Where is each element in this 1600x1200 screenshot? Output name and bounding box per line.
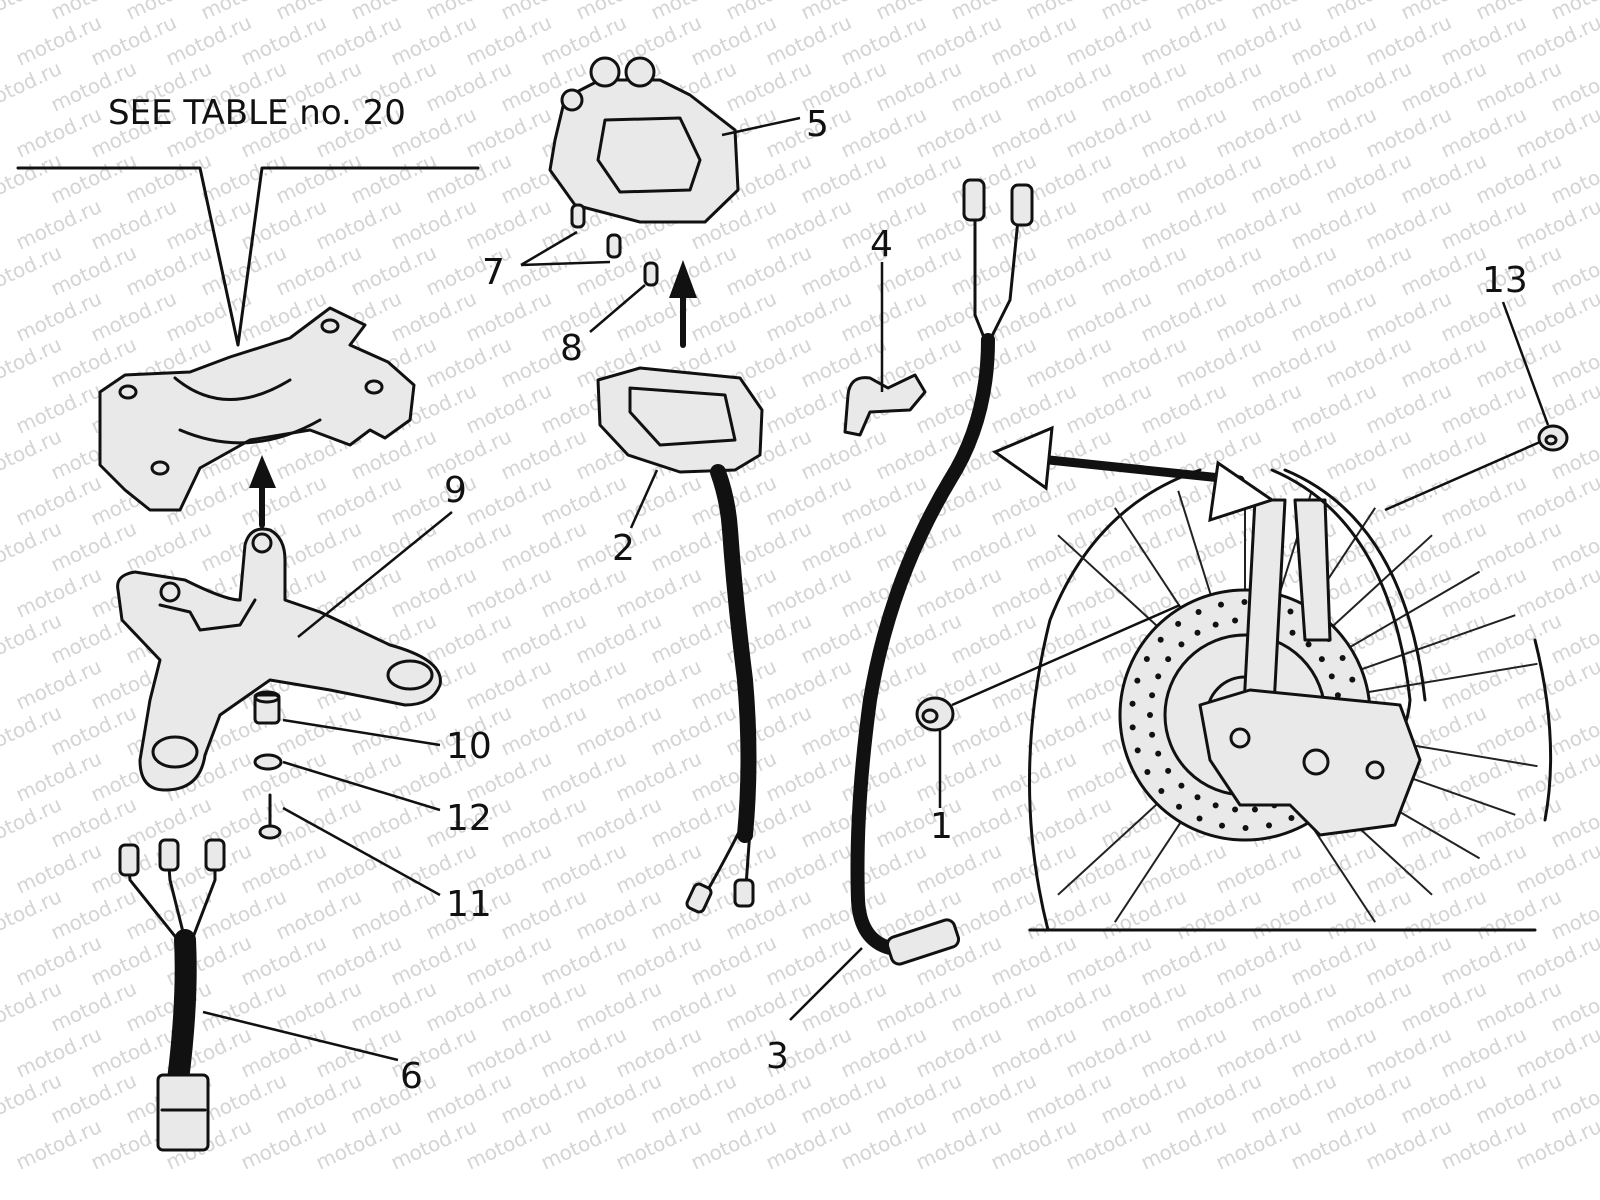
disc-hole [1334, 692, 1341, 699]
disc-hole [1134, 677, 1141, 684]
callout-1: 1 [930, 806, 953, 847]
disc-hole [1232, 806, 1239, 813]
disc-hole [1241, 599, 1248, 606]
callout-2: 2 [612, 528, 635, 569]
disc-hole [1178, 641, 1185, 648]
disc-hole [1129, 700, 1136, 707]
disc-hole [1147, 712, 1153, 718]
callout-labels: 5 7 8 2 4 9 10 12 11 6 3 1 13 [400, 104, 1528, 1097]
callout-12: 12 [446, 798, 492, 839]
disc-hole [1288, 815, 1295, 822]
speedometer [596, 366, 764, 914]
callout-3: 3 [766, 1036, 789, 1077]
callout-10: 10 [446, 726, 492, 767]
disc-hole [1212, 802, 1219, 809]
disc-hole [1212, 621, 1219, 628]
see-table-reference: SEE TABLE no. 20 [108, 93, 406, 133]
disc-hole [1287, 608, 1294, 615]
callout-8: 8 [560, 328, 583, 369]
grommet [915, 696, 955, 732]
disc-hole [1143, 655, 1150, 662]
handlebar-bracket [98, 306, 416, 512]
cable-clip [843, 373, 927, 437]
screw [258, 793, 282, 840]
disc-hole [1149, 731, 1156, 738]
callout-11: 11 [446, 884, 492, 925]
disc-hole [1318, 656, 1325, 663]
disc-hole [1339, 655, 1346, 662]
leader-lines [202, 116, 1550, 1062]
spacer-bushing [253, 690, 281, 725]
bulb-7a [570, 203, 586, 229]
callout-9: 9 [444, 470, 467, 511]
callout-7: 7 [482, 252, 505, 293]
disc-hole [1158, 788, 1165, 795]
disc-hole [1232, 617, 1239, 624]
disc-hole [1251, 806, 1258, 813]
washer [253, 753, 283, 771]
disc-hole [1178, 782, 1185, 789]
disc-hole [1165, 656, 1172, 663]
callout-6: 6 [400, 1056, 423, 1097]
arrow-up-icon [249, 455, 276, 528]
disc-hole [1219, 822, 1226, 829]
mounting-plate [116, 527, 442, 792]
disc-hole [1134, 747, 1141, 754]
disc-hole [1165, 767, 1172, 774]
disc-hole [1328, 673, 1335, 680]
speed-sensor-cable [850, 178, 1034, 966]
nut [1537, 424, 1569, 452]
disc-hole [1242, 824, 1249, 831]
disc-hole [1144, 768, 1151, 775]
disc-hole [1129, 724, 1136, 731]
bulb-8 [643, 261, 659, 287]
disc-hole [1195, 608, 1202, 615]
disc-hole [1217, 601, 1224, 608]
reference-bracket [16, 166, 480, 347]
wiring-harness [118, 838, 226, 1152]
instrument-cover [548, 56, 740, 224]
disc-hole [1289, 629, 1296, 636]
disc-hole [1266, 822, 1273, 829]
disc-hole [1196, 815, 1203, 822]
callout-4: 4 [870, 224, 893, 265]
disc-hole [1349, 676, 1356, 683]
disc-hole [1175, 620, 1182, 627]
bulb-7b [606, 233, 622, 259]
disc-hole [1155, 750, 1162, 757]
disc-hole [1157, 636, 1164, 643]
disc-hole [1155, 673, 1162, 680]
disc-hole [1194, 794, 1201, 801]
disc-hole [1194, 629, 1201, 636]
disc-hole [1305, 641, 1312, 648]
callout-5: 5 [806, 104, 829, 145]
double-arrow-icon [991, 425, 1276, 523]
arrow-up-icon [669, 260, 697, 348]
front-wheel-detail [1028, 468, 1553, 932]
disc-holes [1129, 599, 1361, 831]
disc-hole [1176, 803, 1183, 810]
disc-hole [1149, 692, 1156, 699]
callout-13: 13 [1482, 260, 1528, 301]
